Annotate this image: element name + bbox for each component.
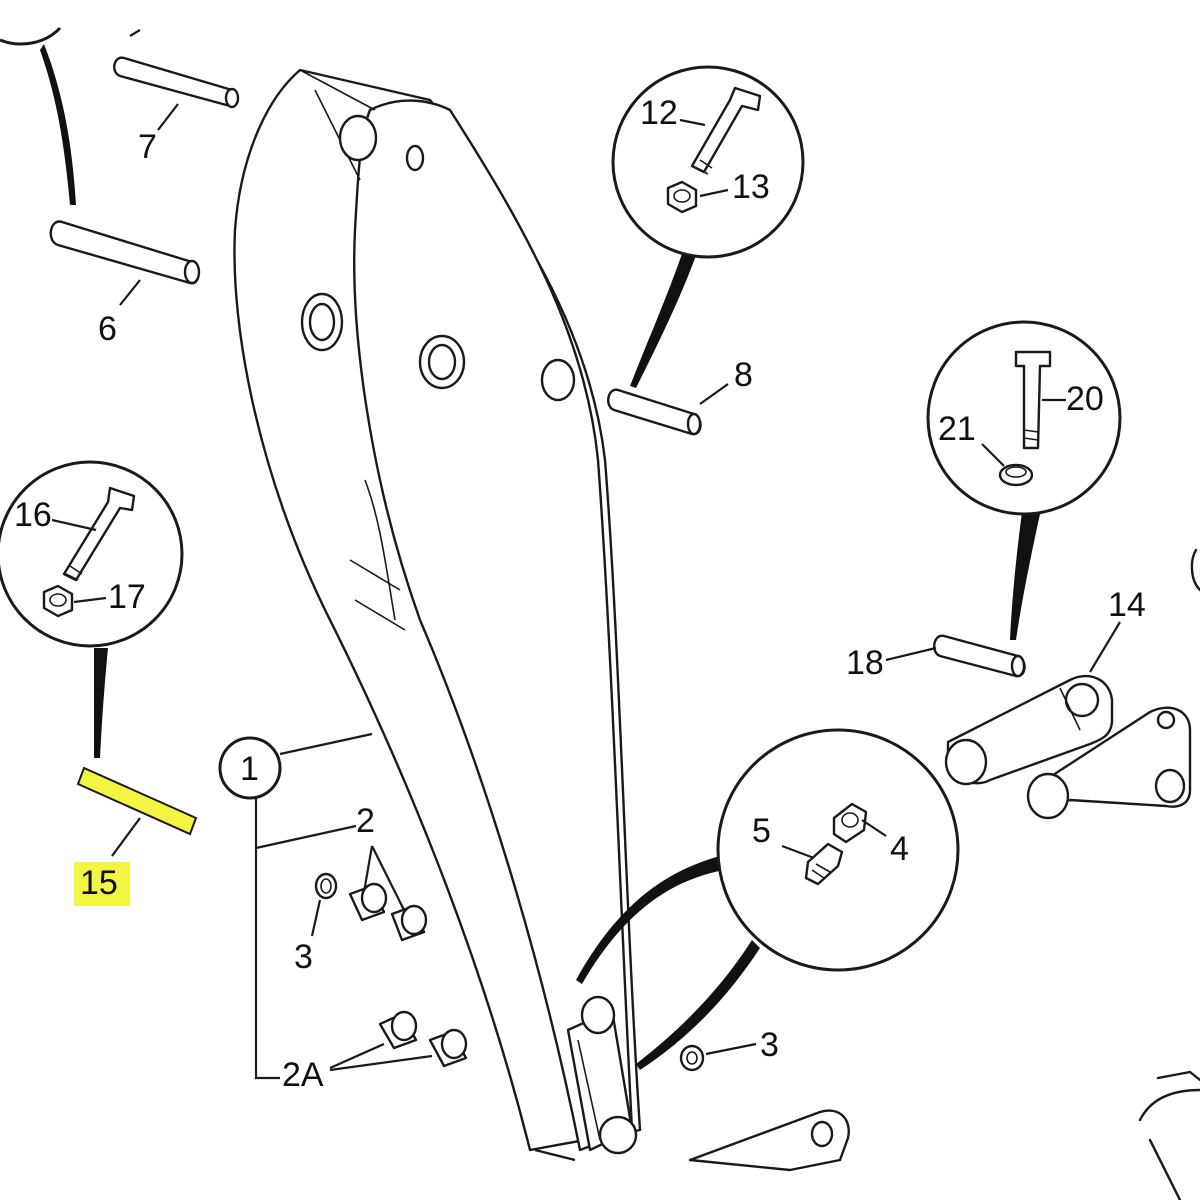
label-20: 20 bbox=[1066, 380, 1104, 418]
pin-8: 8 bbox=[607, 356, 753, 436]
detail-circle-20-21: 20 21 bbox=[926, 320, 1122, 640]
pin-7: 7 bbox=[113, 29, 240, 166]
label-16: 16 bbox=[14, 496, 52, 534]
label-1: 1 bbox=[240, 750, 259, 788]
label-6: 6 bbox=[98, 310, 117, 348]
label-18: 18 bbox=[846, 644, 884, 682]
bushings-2a: 2A bbox=[282, 1010, 468, 1094]
bracket-14: 14 bbox=[944, 586, 1192, 820]
detail-circle-16-17: 16 17 bbox=[0, 460, 184, 758]
label-13: 13 bbox=[732, 168, 770, 206]
pin-15-highlight bbox=[76, 766, 198, 836]
pin-18: 18 bbox=[846, 634, 1026, 682]
label-14: 14 bbox=[1108, 586, 1146, 624]
bushings-2: 2 bbox=[348, 802, 428, 942]
label-2a: 2A bbox=[282, 1056, 324, 1094]
label-3-left: 3 bbox=[294, 938, 313, 976]
detail-circle-4-5: 4 5 bbox=[576, 728, 960, 1070]
label-8: 8 bbox=[734, 356, 753, 394]
label-7: 7 bbox=[138, 128, 157, 166]
label-15: 15 bbox=[80, 864, 118, 902]
label-17: 17 bbox=[108, 578, 146, 616]
bushing-3-left: 3 bbox=[294, 872, 338, 976]
label-2: 2 bbox=[356, 802, 375, 840]
detail-circle-12-13: 12 13 bbox=[611, 65, 805, 388]
partial-part-right-edge bbox=[1138, 548, 1200, 1200]
label-4: 4 bbox=[890, 830, 909, 868]
label-5: 5 bbox=[752, 812, 771, 850]
label-3-right: 3 bbox=[760, 1026, 779, 1064]
pin-15: 15 bbox=[74, 766, 198, 906]
label-21: 21 bbox=[938, 410, 976, 448]
callout-1: 1 bbox=[218, 732, 373, 1080]
boom-arm bbox=[233, 68, 642, 1162]
label-15-highlight bbox=[74, 862, 130, 906]
label-12: 12 bbox=[640, 94, 678, 132]
bushing-3-right: 3 bbox=[679, 1026, 779, 1072]
link-plate-bottom bbox=[688, 1109, 850, 1172]
partial-detail-circle bbox=[0, 26, 76, 205]
pin-6: 6 bbox=[49, 220, 201, 348]
